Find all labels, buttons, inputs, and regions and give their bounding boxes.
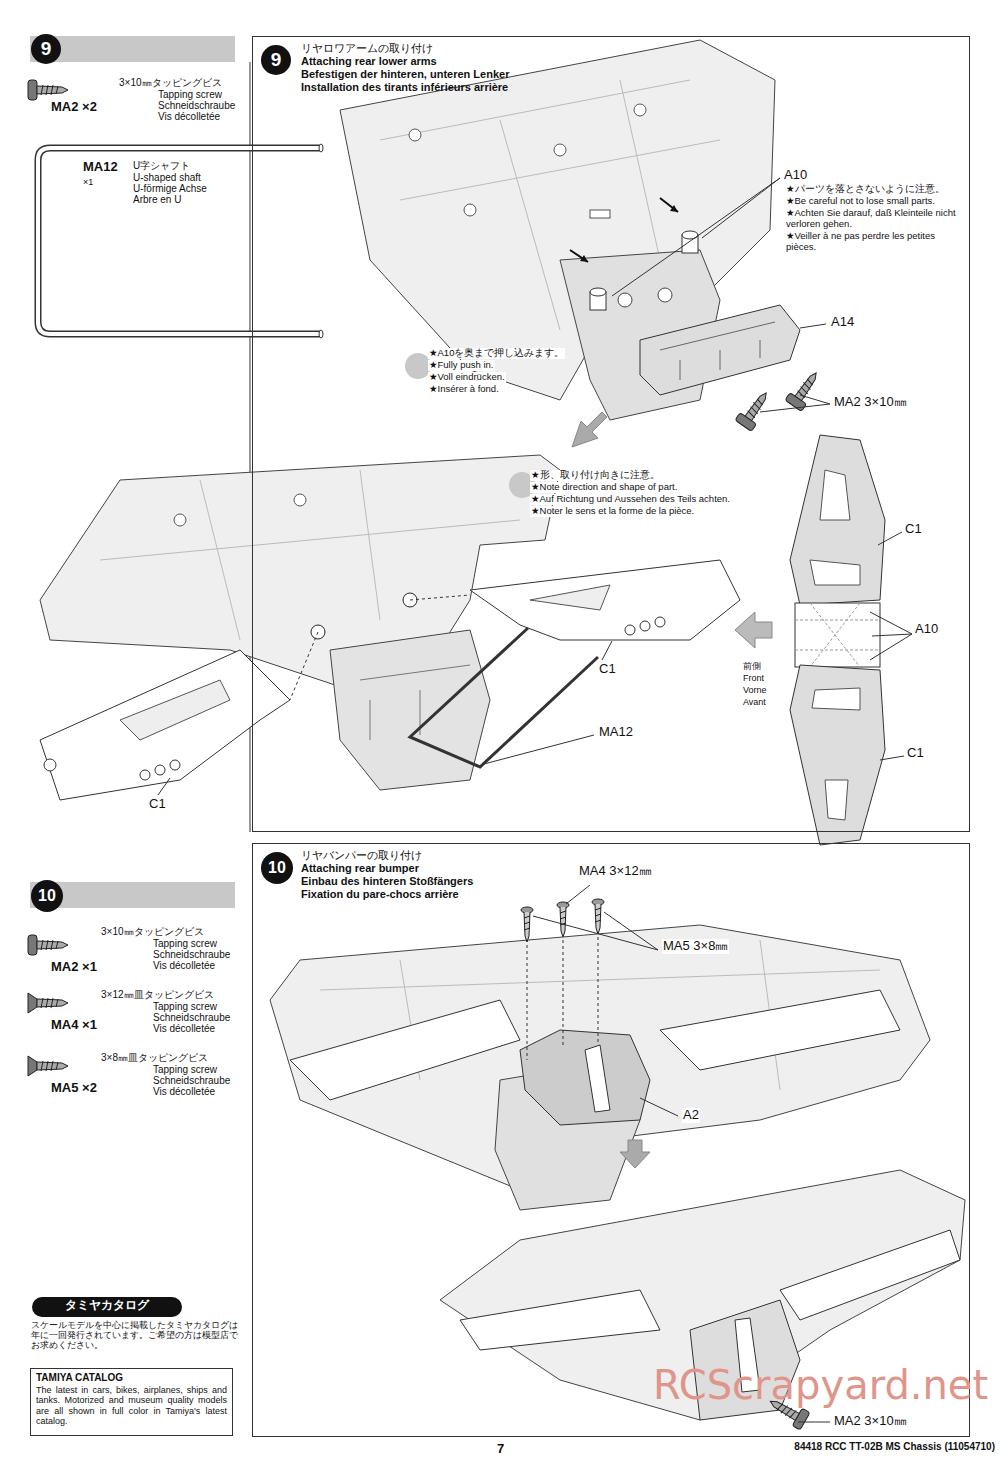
step-number: 10 bbox=[261, 852, 293, 884]
part-name: U-förmige Achse bbox=[132, 183, 208, 195]
part-name: Tapping screw bbox=[152, 938, 218, 950]
part-name: Tapping screw bbox=[152, 1064, 218, 1076]
direction-label: Avant bbox=[742, 697, 767, 707]
part-callout: MA5 3×8㎜ bbox=[662, 939, 729, 954]
step-header-bar: 10 bbox=[30, 882, 235, 908]
part-name: Schneidschraube bbox=[157, 100, 236, 112]
step-title: Befestigen der hinteren, unteren Lenker bbox=[301, 68, 509, 81]
caution-note: ★A10を奥まで押し込みます。 bbox=[428, 348, 565, 359]
part-name: Tapping screw bbox=[152, 1001, 218, 1013]
part-callout: A14 bbox=[830, 315, 855, 330]
part-callout: A10 bbox=[914, 622, 939, 637]
step-title: Attaching rear bumper bbox=[301, 862, 419, 875]
part-name: Schneidschraube bbox=[152, 1075, 231, 1087]
caution-note: ★Insérer à fond. bbox=[428, 384, 500, 395]
part-callout: MA2 3×10㎜ bbox=[833, 1414, 908, 1429]
direction-label: Front bbox=[742, 673, 765, 683]
part-callout: C1 bbox=[904, 522, 923, 537]
catalog-heading: TAMIYA CATALOG bbox=[36, 1372, 123, 1384]
step-panel: 10 リヤバンパーの取り付けAttaching rear bumperEinbau… bbox=[252, 843, 970, 1437]
step-title: リヤバンパーの取り付け bbox=[301, 849, 422, 862]
part-code: MA4 ×1 bbox=[50, 1018, 98, 1033]
caution-note: ★Note direction and shape of part. bbox=[530, 482, 678, 493]
part-code: MA5 ×2 bbox=[50, 1081, 98, 1096]
step-number: 9 bbox=[261, 45, 291, 75]
catalog-text: The latest in cars, bikes, airplanes, sh… bbox=[36, 1385, 227, 1426]
part-callout: C1 bbox=[906, 746, 925, 761]
part-name: 3×10㎜タッピングビス bbox=[100, 926, 205, 938]
catalog-text: スケールモデルを中心に掲載したタミヤカタログは年に一回発行されています。ご希望の… bbox=[30, 1321, 247, 1350]
part-name: 3×10㎜タッピングビス bbox=[118, 77, 223, 89]
caution-note: ★形、取り付け向きに注意。 bbox=[530, 470, 661, 481]
part-name: Vis décolletée bbox=[157, 111, 221, 123]
part-code: MA12 bbox=[82, 160, 119, 175]
step-title: Fixation du pare-chocs arrière bbox=[301, 888, 459, 901]
part-name: Arbre en U bbox=[132, 194, 182, 206]
part-callout: C1 bbox=[148, 797, 167, 812]
step-title: Attaching rear lower arms bbox=[301, 55, 437, 68]
step-title: Installation des tirants inférieurs arri… bbox=[301, 81, 508, 94]
part-name: Vis décolletée bbox=[152, 1086, 216, 1098]
footer-text: 84418 RCC TT-02B MS Chassis (11054710) bbox=[793, 1441, 996, 1453]
part-name: Vis décolletée bbox=[152, 1023, 216, 1035]
part-name: 3×12㎜皿タッピングビス bbox=[100, 989, 215, 1001]
catalog-title: タミヤカタログ bbox=[32, 1299, 182, 1313]
caution-note: ★Be careful not to lose small parts. bbox=[785, 196, 936, 207]
direction-label: Vorne bbox=[742, 685, 768, 695]
catalog-title-box: タミヤカタログ bbox=[32, 1297, 182, 1317]
step-number: 10 bbox=[31, 880, 63, 912]
caution-note: ★Auf Richtung und Aussehen des Teils ach… bbox=[530, 494, 731, 505]
step-title: Einbau des hinteren Stoßfängers bbox=[301, 875, 473, 888]
part-name: Schneidschraube bbox=[152, 949, 231, 961]
page-number: 7 bbox=[496, 1442, 505, 1457]
direction-label: 前側 bbox=[742, 661, 762, 671]
watermark: RCScrapyard.net bbox=[652, 1362, 989, 1408]
part-code: MA2 ×2 bbox=[50, 100, 98, 115]
part-name: Vis décolletée bbox=[152, 960, 216, 972]
part-name: U-shaped shaft bbox=[132, 172, 202, 184]
caution-note: ★Voll eindrücken. bbox=[428, 372, 506, 383]
caution-note: ★Achten Sie darauf, daß Kleinteile nicht… bbox=[785, 208, 967, 230]
caution-note: ★Noter le sens et la forme de la pièce. bbox=[530, 506, 695, 517]
caution-note: ★Veiller à ne pas perdre les petites piè… bbox=[785, 231, 967, 253]
part-name: Tapping screw bbox=[157, 89, 223, 101]
part-callout: A2 bbox=[682, 1108, 700, 1123]
step-panel: 9 リヤロワアームの取り付けAttaching rear lower armsBe… bbox=[252, 36, 970, 832]
step-header-bar: 9 bbox=[30, 36, 235, 62]
catalog-info-box: TAMIYA CATALOGThe latest in cars, bikes,… bbox=[30, 1368, 233, 1436]
part-callout: MA4 3×12㎜ bbox=[578, 864, 653, 879]
part-name: U字シャフト bbox=[132, 160, 191, 172]
step-number: 9 bbox=[31, 34, 61, 64]
caution-note: ★パーツを落とさないように注意。 bbox=[785, 184, 946, 195]
caution-note: ★Fully push in. bbox=[428, 360, 495, 371]
part-callout: C1 bbox=[598, 662, 617, 677]
part-callout: MA2 3×10㎜ bbox=[833, 395, 908, 410]
part-name: Schneidschraube bbox=[152, 1012, 231, 1024]
step-title: リヤロワアームの取り付け bbox=[301, 42, 433, 55]
part-name: 3×8㎜皿タッピングビス bbox=[100, 1052, 209, 1064]
part-code: MA2 ×1 bbox=[50, 960, 98, 975]
part-callout: MA12 bbox=[598, 725, 634, 740]
part-callout: A10 bbox=[783, 168, 808, 183]
part-quantity: ×1 bbox=[82, 177, 94, 187]
